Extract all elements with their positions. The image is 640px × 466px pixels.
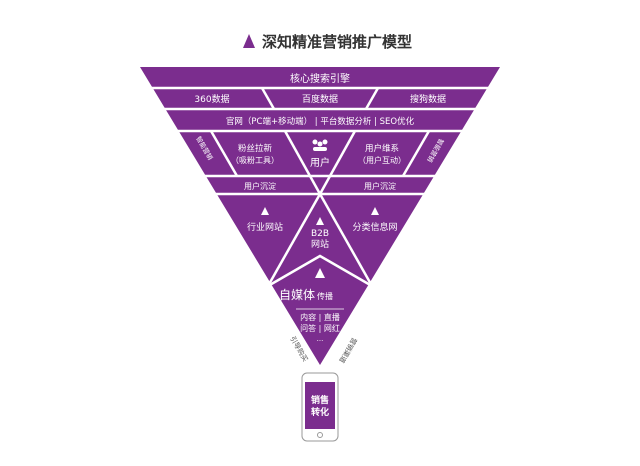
funnel-triangle: [140, 67, 500, 365]
user-label: 用户: [310, 156, 330, 169]
classified-triangle-icon: [371, 207, 379, 215]
bottom-right-label: 营销渠道: [337, 336, 359, 365]
maintain-sub: （用户互动）: [358, 155, 406, 165]
industry-label: 行业网站: [247, 221, 283, 233]
selfmedia-small: 传播: [317, 291, 333, 301]
b2b-triangle-icon: [316, 217, 324, 225]
deposit-right: 用户沉淀: [364, 181, 396, 191]
fans-label: 粉丝拉新: [238, 143, 273, 154]
title: 深知精准营销推广模型: [262, 33, 412, 51]
source-360: 360数据: [194, 93, 229, 105]
fans-sub: （吸粉工具）: [231, 155, 279, 165]
selfmedia-big: 自媒体: [279, 288, 315, 302]
classified-label: 分类信息网: [352, 221, 397, 233]
phone-label: 销售: [311, 394, 329, 406]
separators: [100, 86, 540, 310]
source-baidu: 百度数据: [302, 93, 338, 105]
industry-triangle-icon: [261, 207, 269, 215]
website-row: 官网（PC端+移动端） | 平台数据分析 | SEO优化: [226, 116, 415, 127]
maintain-label: 用户维系: [365, 143, 399, 154]
title-triangle-icon: [243, 34, 255, 48]
source-sogou: 搜狗数据: [410, 93, 446, 105]
selfmedia-item-2: 问答 | 网红: [300, 323, 340, 333]
search-engine-label: 核心搜索引擎: [290, 72, 350, 85]
users-icon: [312, 139, 328, 151]
phone-sub: 转化: [311, 406, 329, 418]
selfmedia-triangle-icon: [315, 268, 325, 278]
phone-icon: [301, 372, 339, 442]
b2b-label: B2B: [311, 229, 329, 239]
selfmedia-item-3: ...: [317, 335, 324, 343]
deposit-left: 用户沉淀: [244, 181, 276, 191]
selfmedia-item-1: 内容 | 直播: [300, 312, 340, 322]
b2b-sub: 网站: [311, 238, 329, 250]
